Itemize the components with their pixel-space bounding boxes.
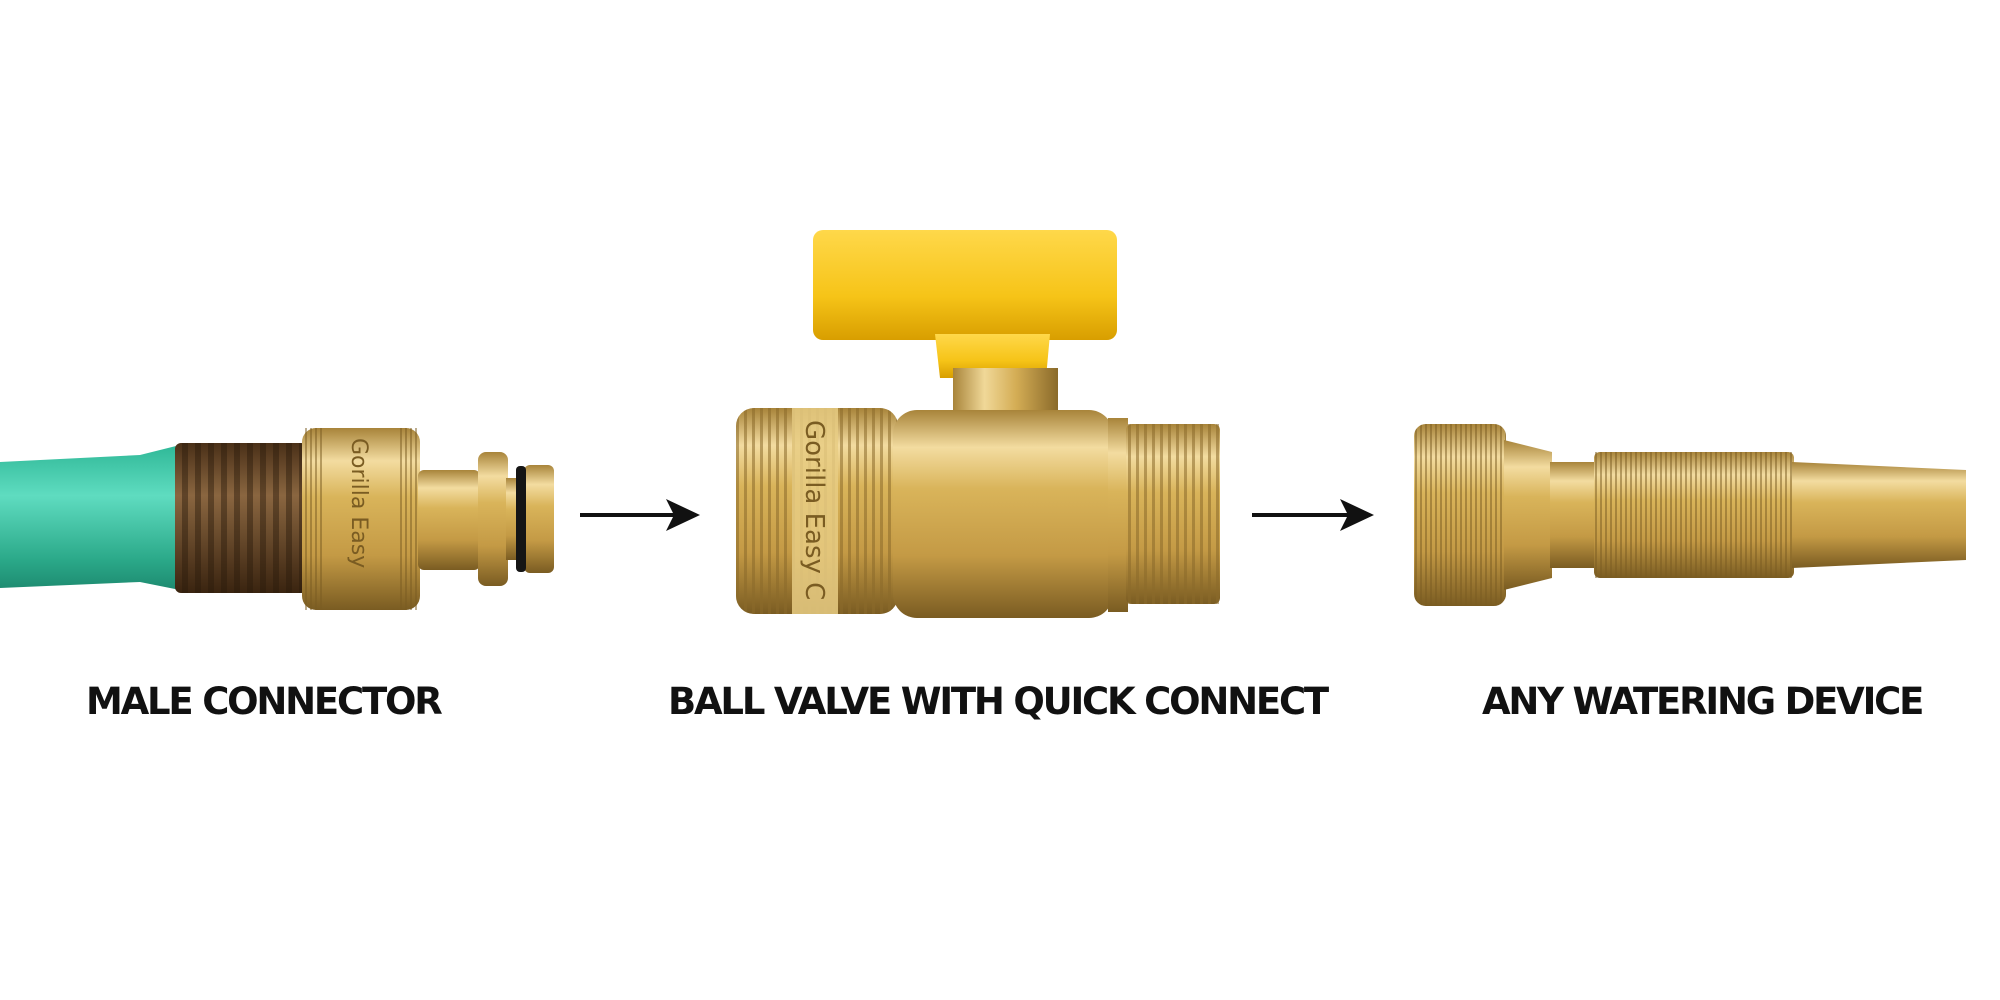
valve-stem bbox=[953, 368, 1058, 416]
arrow-right-icon bbox=[580, 499, 700, 531]
valve-body bbox=[893, 410, 1113, 618]
nozzle-tip bbox=[1792, 462, 1966, 568]
ball-valve: Gorilla Easy C bbox=[736, 230, 1220, 618]
connector-nut bbox=[302, 428, 420, 610]
label-male-connector: MALE CONNECTOR bbox=[86, 680, 443, 723]
spray-nozzle bbox=[1414, 424, 1966, 606]
arrow-right-icon bbox=[1252, 499, 1374, 531]
valve-handle bbox=[813, 230, 1117, 340]
o-ring bbox=[516, 466, 526, 572]
hose-with-male-connector: Gorilla Easy bbox=[0, 428, 554, 610]
garden-hose bbox=[0, 445, 180, 590]
valve-collar-engraving: Gorilla Easy C bbox=[799, 420, 829, 600]
label-ball-valve: BALL VALVE WITH QUICK CONNECT bbox=[668, 680, 1329, 723]
label-watering-device: ANY WATERING DEVICE bbox=[1482, 680, 1924, 723]
connector-nut-engraving: Gorilla Easy bbox=[346, 438, 371, 568]
